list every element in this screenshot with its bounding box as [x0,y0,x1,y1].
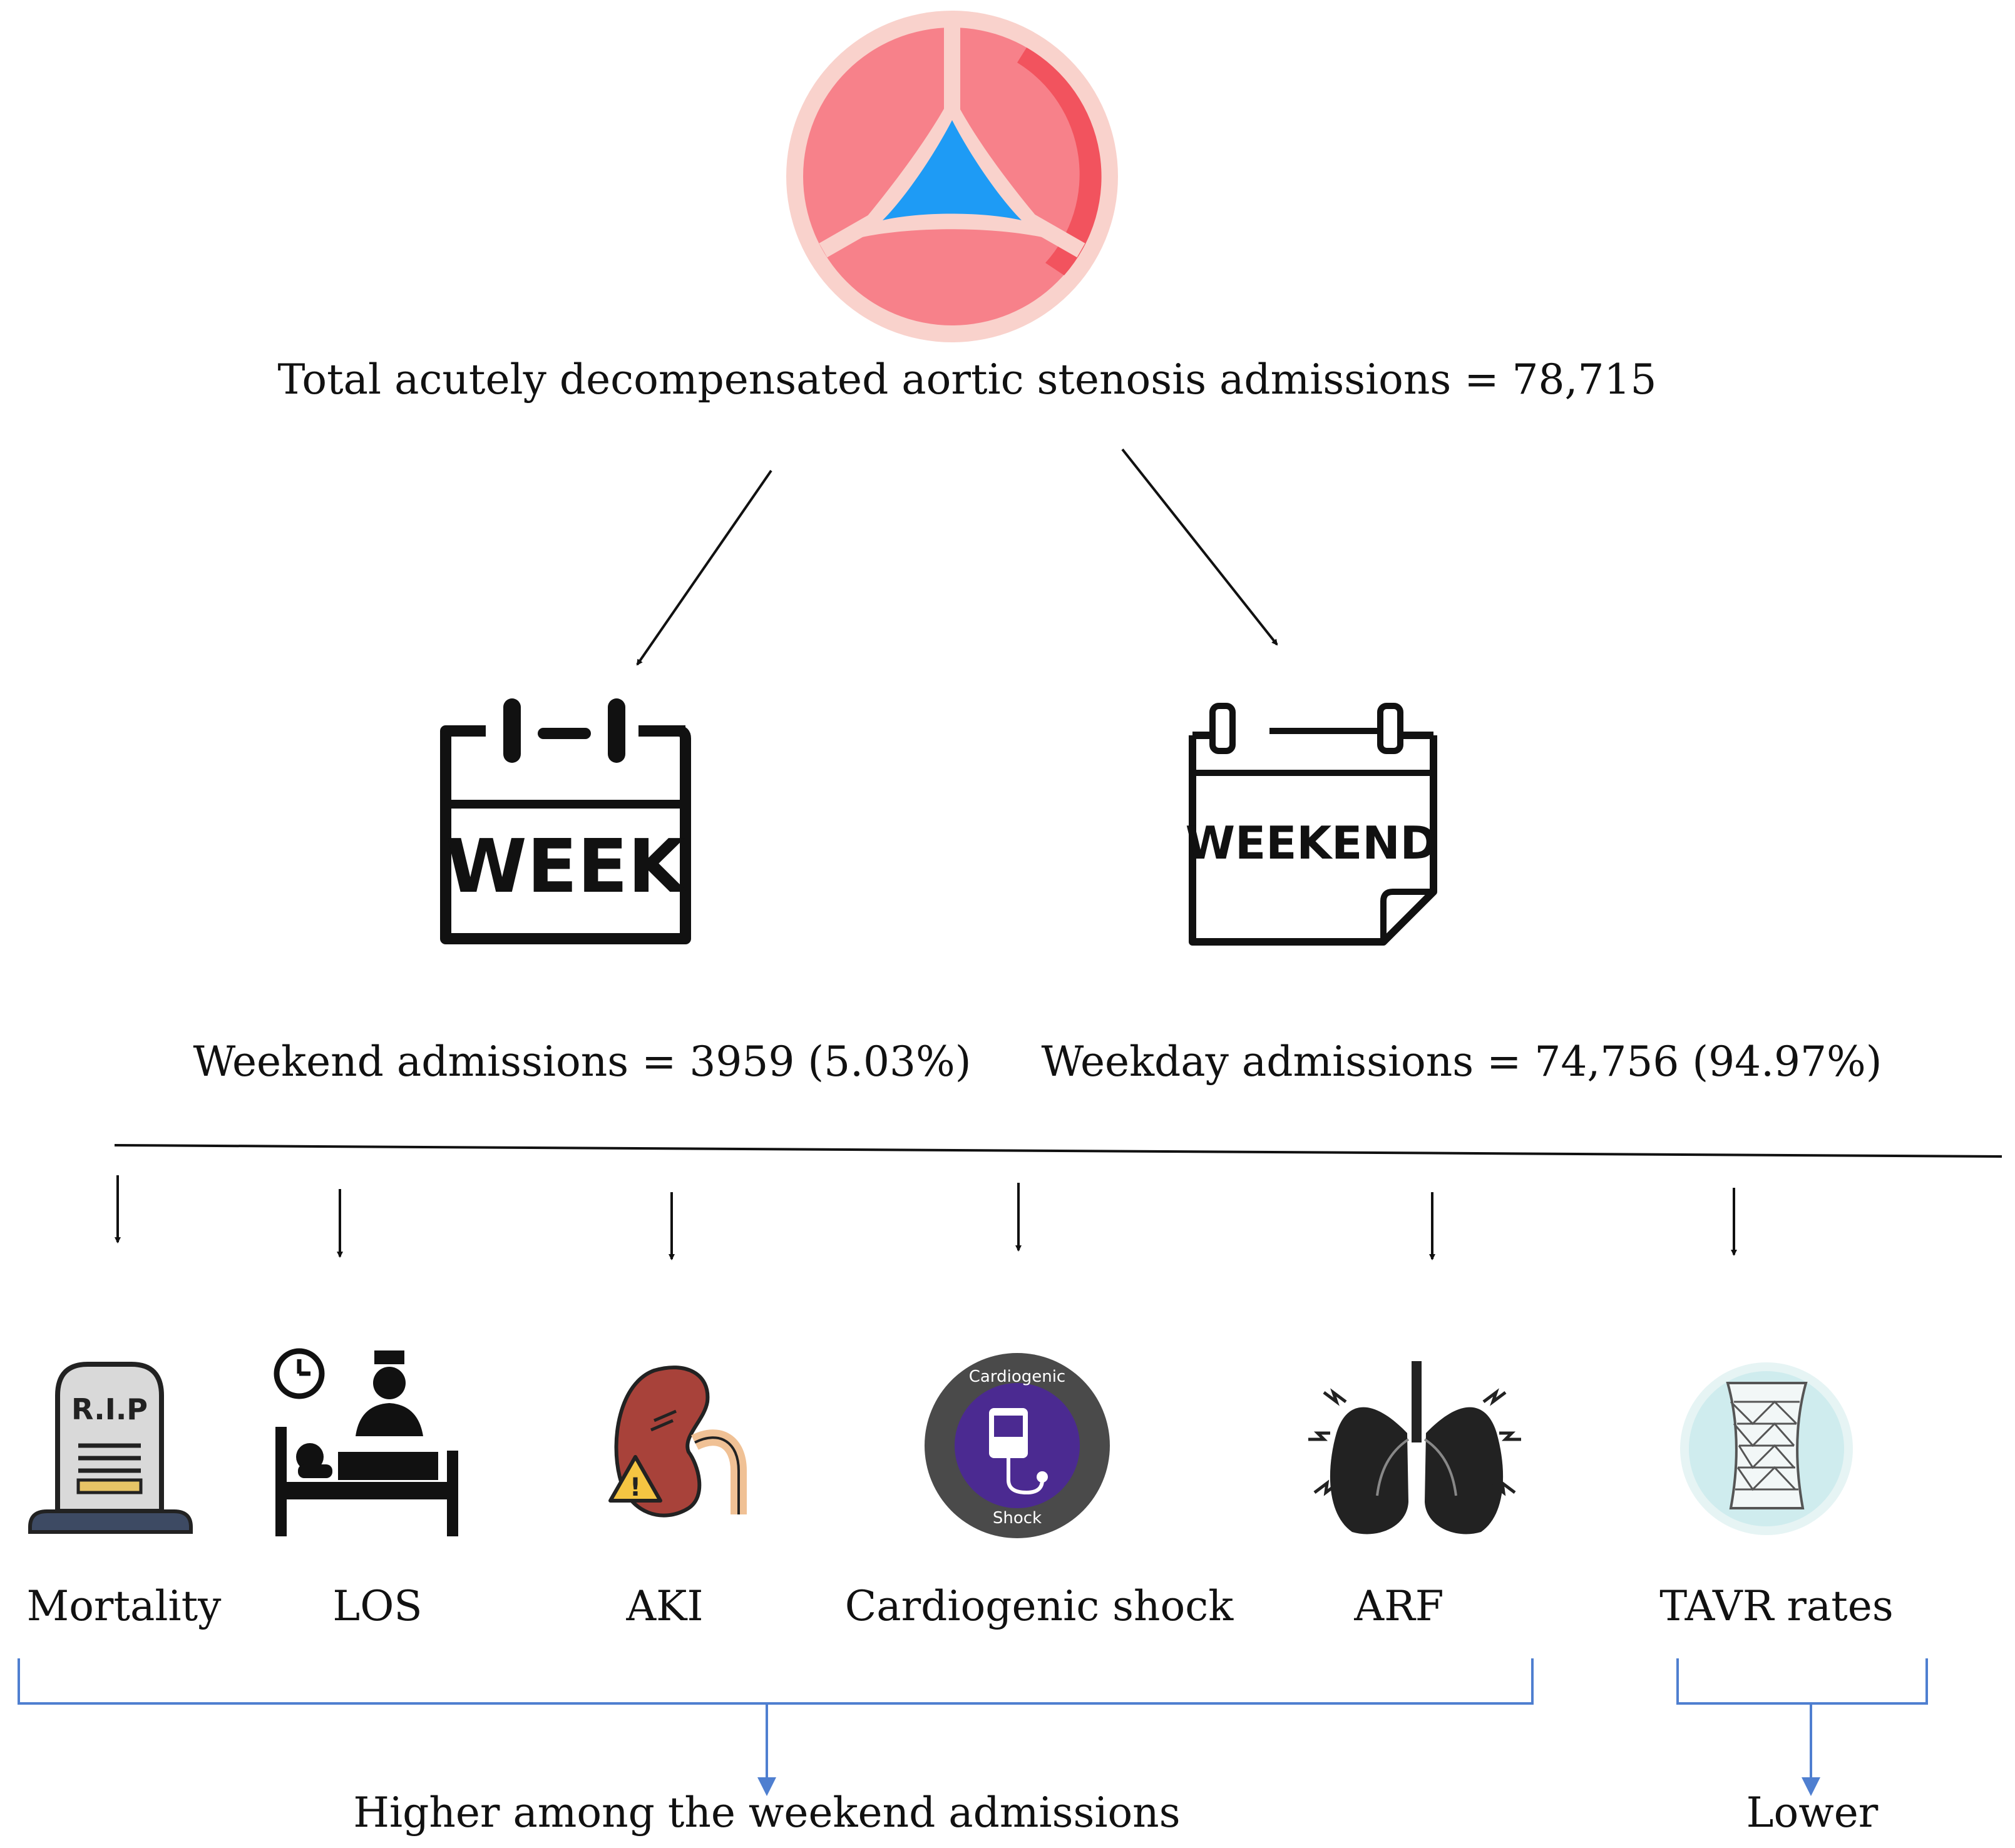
kidney-warning-icon: ! [608,1366,747,1518]
total-admissions-label: Total acutely decompensated aortic steno… [277,355,1657,404]
outcome-label-mortality: Mortality [26,1582,222,1630]
outcome-label-arf: ARF [1354,1582,1444,1630]
arrow-to-week [636,469,772,666]
week-calendar-icon: WEEK [440,698,691,944]
lower-label: Lower [1746,1789,1879,1837]
tombstone-text: R.I.P [71,1392,148,1426]
outcome-label-cardiogenic-shock: Cardiogenic shock [844,1582,1234,1630]
weekday-admissions-label: Weekday admissions = 74,756 (94.97%) [1041,1038,1882,1086]
tombstone-icon: R.I.P [28,1362,193,1534]
weekend-calendar-text: WEEKEND [1186,817,1438,869]
lungs-icon [1308,1361,1521,1534]
weekend-calendar-icon: WEEKEND [1186,703,1438,946]
week-calendar-text: WEEK [446,823,688,909]
aortic-valve-icon [786,11,1118,342]
higher-bracket [18,1658,1534,1796]
arrow-to-weekend [1121,448,1278,646]
weekend-admissions-label: Weekend admissions = 3959 (5.03%) [193,1038,972,1086]
outcome-label-tavr: TAVR rates [1659,1582,1894,1630]
tavr-valve-icon [1680,1362,1853,1535]
divider-line [114,1144,2002,1158]
higher-label: Higher among the weekend admissions [353,1789,1181,1837]
svg-text:!: ! [630,1473,641,1502]
lower-bracket [1676,1658,1928,1796]
outcome-label-los: LOS [332,1582,423,1630]
cardiogenic-shock-icon: Cardiogenic Shock [925,1353,1110,1538]
shock-icon-top-text: Cardiogenic [969,1367,1065,1386]
hospital-bed-icon [274,1348,458,1536]
outcome-label-aki: AKI [626,1582,704,1630]
shock-icon-bottom-text: Shock [993,1509,1042,1528]
